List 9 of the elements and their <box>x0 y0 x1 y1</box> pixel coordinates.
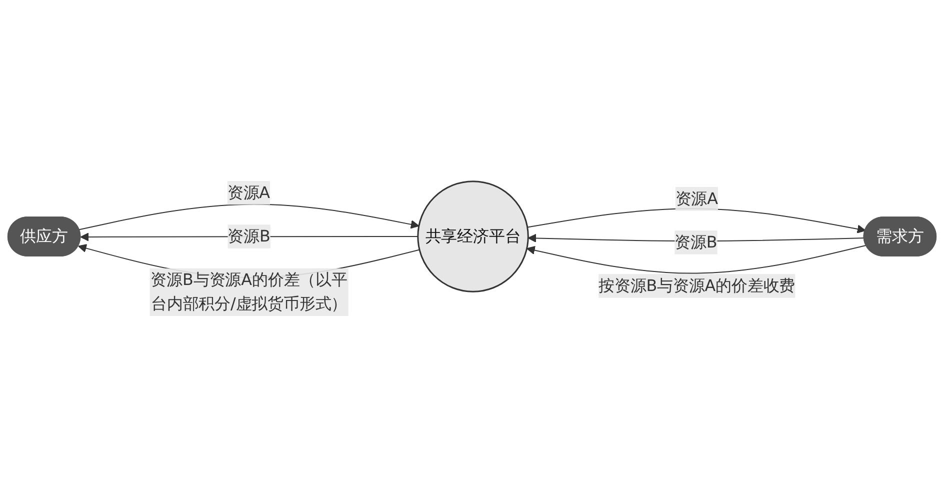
arrow <box>526 244 867 274</box>
edge-label: 资源A <box>675 188 718 208</box>
edge-label: 资源B与资源A的价差（以平台内部积分/虚拟货币形式） <box>150 270 348 314</box>
edge-label: 资源B <box>228 226 270 246</box>
edge-label: 资源A <box>227 182 270 202</box>
arrow <box>78 204 420 230</box>
edge-label: 资源B <box>674 232 718 252</box>
edge-label: 按资源B与资源A的价差收费 <box>598 276 796 295</box>
node-circle: 共享经济平台 <box>417 180 529 292</box>
